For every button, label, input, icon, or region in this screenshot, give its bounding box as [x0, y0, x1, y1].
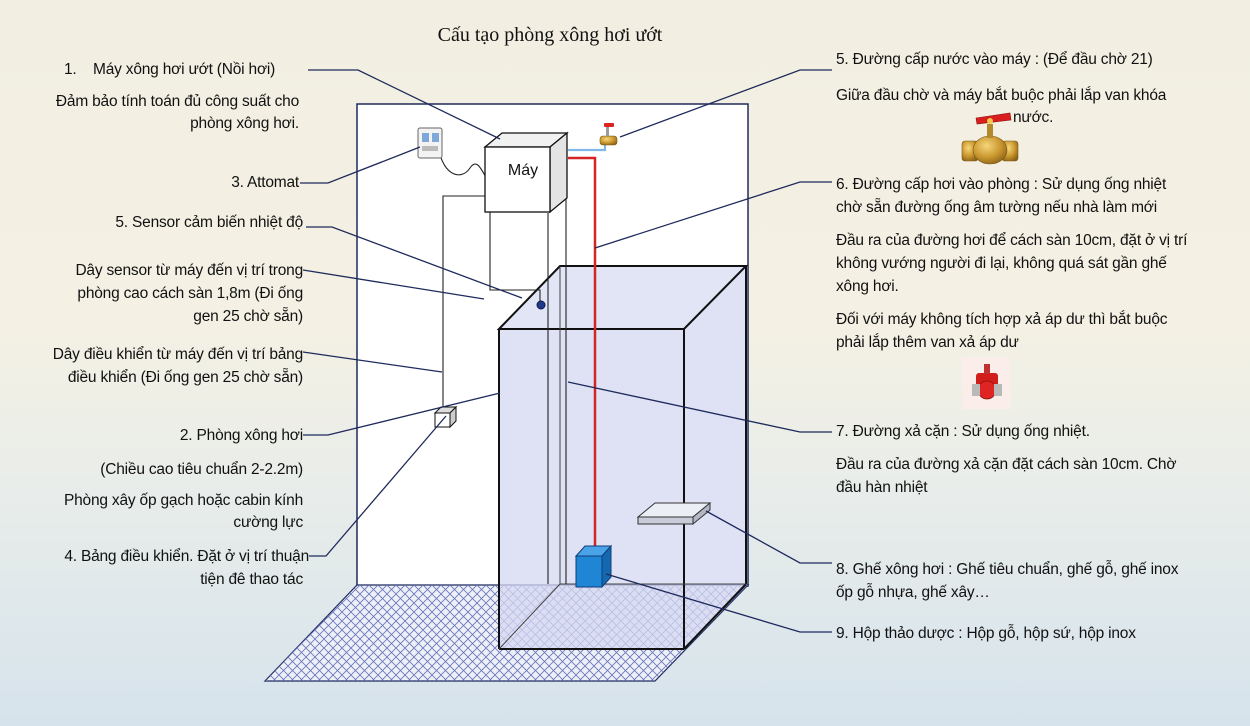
label-1-number: 1.: [64, 61, 77, 78]
label-r8-2: ốp gỗ nhựa, ghế xây…: [836, 584, 990, 601]
breaker-icon: [417, 127, 443, 159]
ball-valve-icon: [961, 112, 1019, 165]
label-r7: 7. Đường xả cặn : Sử dụng ống nhiệt.: [836, 423, 1090, 440]
water-valve-icon: [599, 123, 618, 146]
label-r7-desc-1: Đầu ra của đường xả cặn đặt cách sàn 10c…: [836, 456, 1177, 473]
diagram-title: Cấu tạo phòng xông hơi ướt: [437, 24, 663, 46]
label-r6-note-2: phải lắp thêm van xả áp dư: [836, 334, 1019, 351]
label-r7-desc-2: đầu hàn nhiệt: [836, 479, 928, 496]
label-r5-desc-1: Giữa đầu chờ và máy bắt buộc phải lắp va…: [836, 87, 1167, 104]
label-r5: 5. Đường cấp nước vào máy : (Để đầu chờ …: [836, 51, 1153, 68]
leader-lines: [300, 69, 832, 633]
steam-machine: [483, 131, 569, 214]
control-wires: [437, 147, 567, 584]
label-4-1: 4. Bảng điều khiển. Đặt ở vị trí thuận: [64, 548, 309, 565]
label-2-height: (Chiều cao tiêu chuẩn 2-2.2m): [100, 461, 303, 478]
label-4-2: tiện đê thao tác: [200, 571, 303, 588]
label-2-desc-2: cường lực: [233, 514, 303, 531]
label-r8-1: 8. Ghế xông hơi : Ghế tiêu chuẩn, ghế gỗ…: [836, 561, 1179, 578]
label-r5-desc-2: nước.: [1013, 109, 1054, 126]
label-r6-2: chờ sẵn đường ống âm tường nếu nhà làm m…: [836, 199, 1157, 216]
label-1-desc-1: Đảm bảo tính toán đủ công suất cho: [55, 93, 299, 110]
label-r6-desc-3: xông hơi.: [836, 278, 899, 295]
label-3: 3. Attomat: [231, 174, 299, 191]
steam-cabin: [496, 265, 749, 650]
sensor-wire-2: phòng cao cách sàn 1,8m (Đi ống: [77, 285, 303, 302]
label-1-title: Máy xông hơi ướt (Nồi hơi): [93, 61, 276, 78]
label-2-desc-1: Phòng xây ốp gạch hoặc cabin kính: [64, 492, 303, 509]
herb-box-icon: [574, 544, 613, 589]
sensor-wire-3: gen 25 chờ sẵn): [193, 308, 303, 325]
label-1-desc-2: phòng xông hơi.: [190, 115, 299, 132]
label-r6-note-1: Đối với máy không tích hợp xả áp dư thì …: [836, 311, 1168, 328]
label-5-sensor: 5. Sensor cảm biến nhiệt độ: [115, 214, 303, 231]
steam-pipe: [568, 156, 597, 560]
label-r6-desc-2: không vướng người đi lại, không quá sát …: [836, 255, 1167, 272]
machine-label: Máy: [507, 162, 539, 179]
label-r9: 9. Hộp thảo dược : Hộp gỗ, hộp sứ, hộp i…: [836, 625, 1136, 642]
control-wire-2: điều khiển (Đi ống gen 25 chờ sẵn): [67, 369, 303, 386]
pressure-relief-valve-icon: [962, 357, 1010, 409]
control-wire-1: Dây điều khiển từ máy đến vị trí bảng: [52, 346, 303, 363]
bench-icon: [636, 501, 712, 526]
sensor-wire-1: Dây sensor từ máy đến vị trí trong: [75, 262, 303, 279]
label-r6-1: 6. Đường cấp hơi vào phòng : Sử dụng ống…: [836, 176, 1167, 193]
label-2: 2. Phòng xông hơi: [179, 427, 303, 444]
sensor-icon: [536, 300, 546, 310]
label-r6-desc-1: Đầu ra của đường hơi để cách sàn 10cm, đ…: [836, 232, 1188, 249]
